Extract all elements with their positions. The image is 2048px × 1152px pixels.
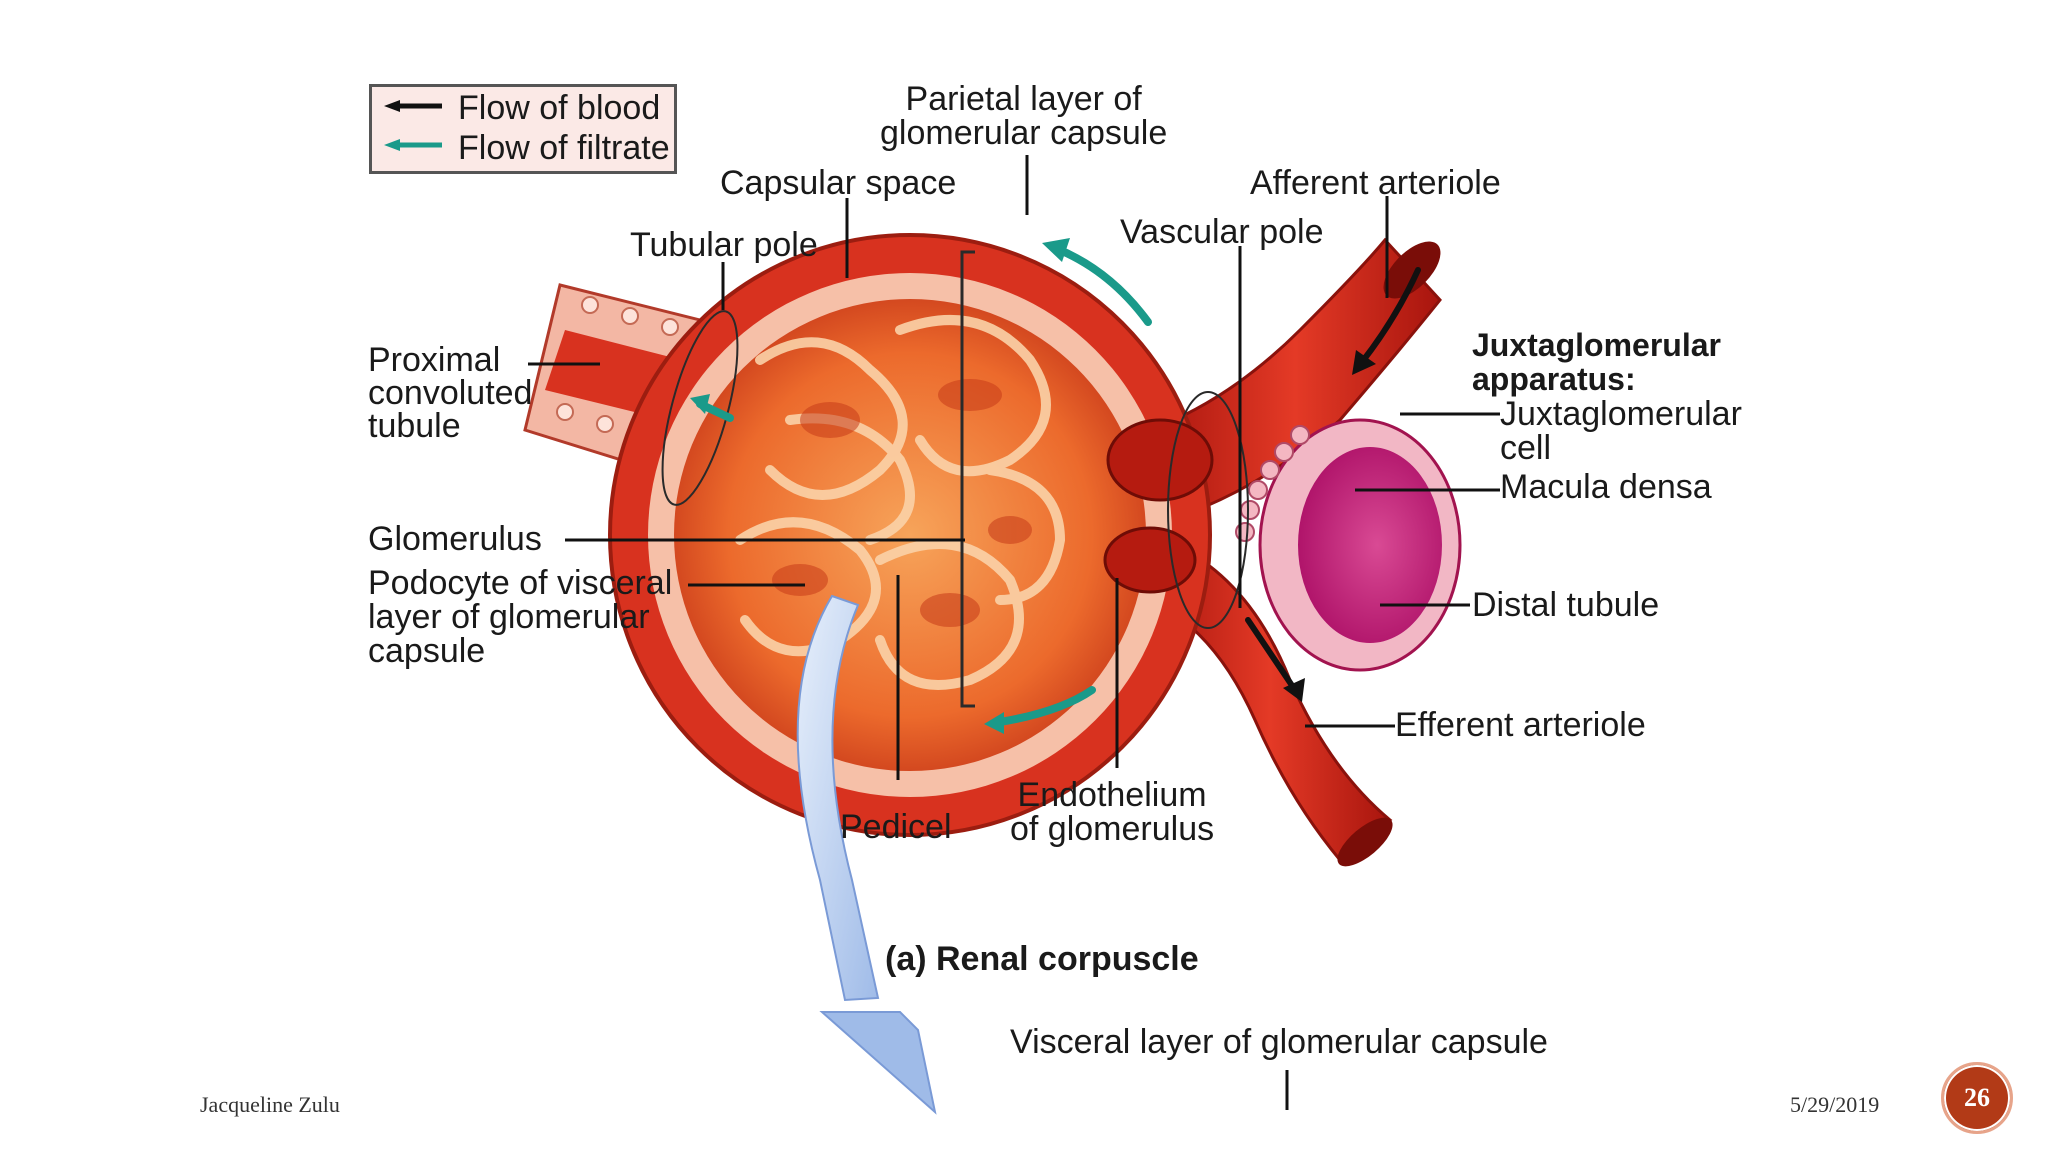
juxtaglomerular-cells bbox=[1235, 425, 1310, 542]
filtrate-arrowheads bbox=[690, 238, 1070, 734]
label-capsular-space: Capsular space bbox=[720, 164, 957, 202]
label-parietal-layer: Parietal layer of glomerular capsule bbox=[880, 80, 1168, 152]
filtrate-flow-legend-arrow bbox=[384, 139, 442, 151]
label-macula-densa: Macula densa bbox=[1500, 468, 1712, 506]
figure-caption: (a) Renal corpuscle bbox=[885, 940, 1199, 978]
vascular-pole-ring bbox=[1167, 391, 1249, 629]
label-visceral-layer: Visceral layer of glomerular capsule bbox=[1010, 1023, 1548, 1061]
legend-label-blood: Flow of blood bbox=[458, 89, 661, 127]
legend-label-filtrate: Flow of filtrate bbox=[458, 129, 670, 167]
footer-date: 5/29/2019 bbox=[1790, 1092, 1880, 1117]
blood-arrowheads bbox=[1283, 350, 1376, 702]
vascular-pole-openings bbox=[1103, 418, 1214, 594]
label-distal-tubule: Distal tubule bbox=[1472, 586, 1660, 624]
glomerulus-bracket bbox=[960, 250, 975, 708]
footer-author: Jacqueline Zulu bbox=[200, 1092, 340, 1117]
blood-flow-legend-arrow bbox=[384, 100, 442, 112]
label-podocyte: Podocyte of visceral layer of glomerular… bbox=[368, 564, 673, 670]
label-tubular-pole: Tubular pole bbox=[630, 226, 818, 264]
label-efferent-arteriole: Efferent arteriole bbox=[1395, 706, 1646, 744]
label-endothelium: Endothelium of glomerulus bbox=[1010, 776, 1215, 848]
efferent-arteriole-shape bbox=[1148, 542, 1393, 867]
label-afferent-arteriole: Afferent arteriole bbox=[1250, 164, 1501, 202]
leader-lines bbox=[528, 155, 1500, 1110]
label-jga-title: Juxtaglomerular apparatus: bbox=[1472, 327, 1721, 397]
label-vascular-pole: Vascular pole bbox=[1120, 213, 1324, 251]
blood-flow-arrows bbox=[1245, 267, 1421, 693]
label-pedicel: Pedicel bbox=[840, 808, 952, 846]
distal-tubule-shape bbox=[1258, 418, 1462, 672]
page-number-badge: 26 bbox=[1941, 1062, 2013, 1134]
label-glomerulus: Glomerulus bbox=[368, 520, 542, 558]
legend: Flow of blood Flow of filtrate bbox=[369, 84, 677, 174]
callout-arrow bbox=[796, 594, 937, 1115]
glomerulus-lumen bbox=[772, 379, 1032, 627]
page-number: 26 bbox=[1964, 1083, 1990, 1112]
label-proximal-tubule: Proximal convoluted tubule bbox=[368, 341, 533, 445]
label-jg-cell: Juxtaglomerular cell bbox=[1500, 395, 1742, 467]
